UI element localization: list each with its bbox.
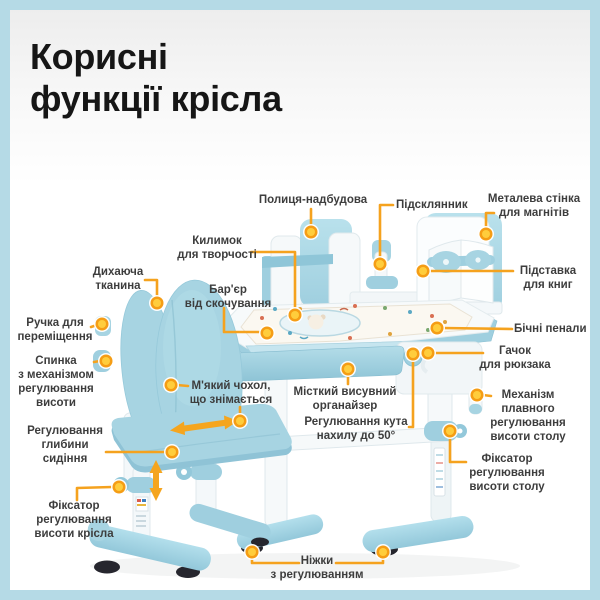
callout-label-book-stand: Підставка для книг <box>519 265 577 292</box>
callout-label-tilt-angle: Регулювання кута нахилу до 50° <box>304 416 408 443</box>
callout-label-soft-cover: М'який чохол, що знімається <box>189 380 273 407</box>
chair <box>87 279 292 578</box>
callout-label-desk-height-lock: Фіксатор регулювання висоти столу <box>469 453 545 494</box>
callout-dot-backpack-hook <box>420 345 436 361</box>
chair-height-lock-collar <box>126 477 156 493</box>
callout-dot-organizer <box>340 361 356 377</box>
callout-dot-book-stand <box>415 263 431 279</box>
height-adjust-arrow <box>149 460 163 501</box>
callout-dot-breathable-fabric <box>149 295 165 311</box>
callout-label-backrest-mechanism: Спинка з механізмом регулювання висоти <box>18 355 94 410</box>
callout-label-magnet-wall: Металева стінка для магнітів <box>487 193 581 220</box>
callout-label-breathable-fabric: Дихаюча тканина <box>92 266 144 293</box>
callout-dot-feet-right <box>375 544 391 560</box>
callout-dot-desk-height-lock <box>442 423 458 439</box>
chair-front-foot <box>87 519 211 578</box>
callout-label-chair-height-lock: Фіксатор регулювання висоти крісла <box>34 500 114 541</box>
callout-dot-chair-height-lock <box>111 479 127 495</box>
callout-label-smooth-height-mech: Механізм плавного регулювання висоти сто… <box>490 389 566 444</box>
callout-dots <box>94 224 494 560</box>
height-scale-sticker <box>433 447 446 497</box>
callout-dot-backrest-mechanism <box>98 353 114 369</box>
callout-dot-shelf-addon <box>303 224 319 240</box>
callout-dot-tilt-angle <box>405 346 421 362</box>
chair-rear-foot <box>189 503 271 542</box>
callout-dot-cup-holder <box>372 256 388 272</box>
callout-label-organizer: Місткий висувний органайзер <box>293 386 397 413</box>
callout-label-side-pencil-cases: Бічні пенали <box>514 323 587 335</box>
callout-label-cup-holder: Підсклянник <box>396 199 468 211</box>
callout-label-anti-roll-barrier: Бар'єр від скочування <box>184 284 272 311</box>
callout-lines <box>75 203 515 565</box>
callout-label-creativity-mat: Килимок для творчості <box>177 235 257 262</box>
callout-label-seat-depth: Регулювання глибини сидіння <box>27 425 103 466</box>
callout-label-shelf-addon: Полиця-надбудова <box>258 194 368 206</box>
callout-dot-carry-handle <box>94 316 110 332</box>
callout-dot-magnet-wall <box>478 226 494 242</box>
callout-dot-feet-left <box>244 544 260 560</box>
callout-dot-creativity-mat <box>287 307 303 323</box>
callout-dot-soft-cover-seat <box>232 413 248 429</box>
callout-dot-anti-roll-barrier <box>259 325 275 341</box>
page-title: Корисні функції крісла <box>30 36 282 120</box>
seat-slide-arrow <box>170 415 238 435</box>
callout-dot-smooth-height-mech <box>469 387 485 403</box>
callout-dot-seat-depth <box>164 444 180 460</box>
callout-label-carry-handle: Ручка для переміщення <box>17 317 93 344</box>
callout-label-adjustable-feet: Ніжки з регулюванням <box>270 555 364 582</box>
callout-dot-side-pencil-cases <box>429 320 445 336</box>
callout-label-backpack-hook: Гачок для рюкзака <box>479 345 551 372</box>
callout-dot-soft-cover-backrest <box>163 377 179 393</box>
